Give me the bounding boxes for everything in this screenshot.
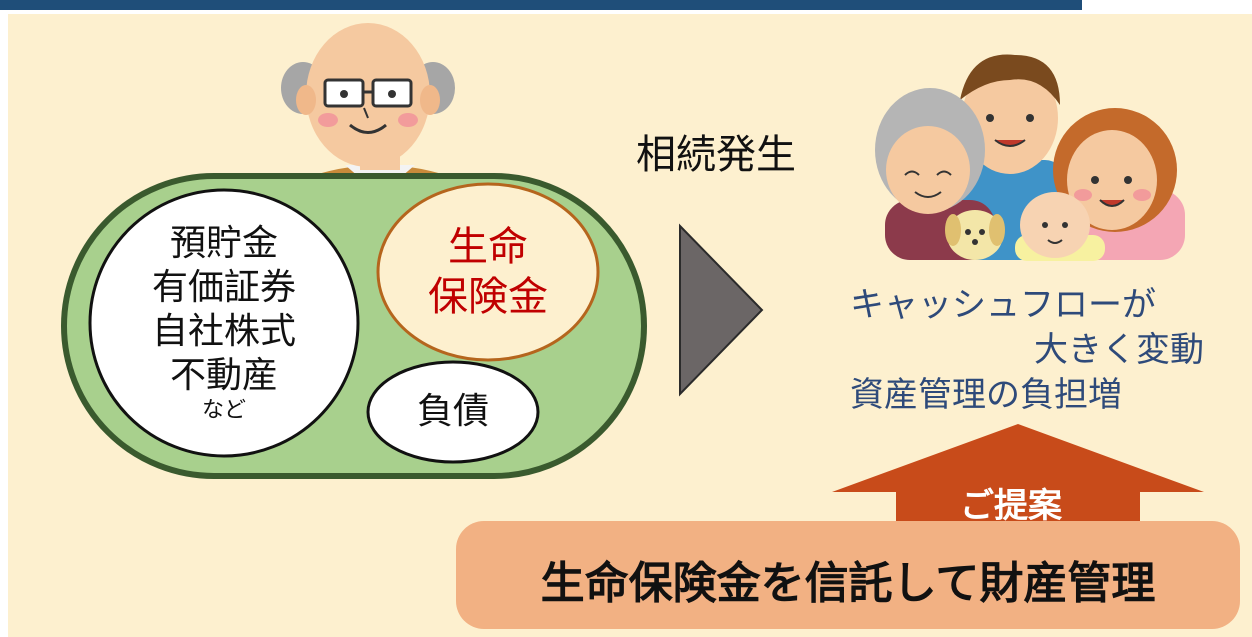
header-bar — [0, 0, 1082, 10]
debt-circle — [366, 360, 540, 464]
insurance-label: 生命 保険金 — [408, 222, 568, 322]
asset-deposits: 預貯金 — [169, 223, 278, 264]
assets-list: 預貯金 有価証券 自社株式 不動産 など — [124, 222, 324, 424]
effect-asset-burden: 資産管理の負担増 — [850, 375, 1122, 415]
asset-real-estate: 不動産 — [169, 355, 278, 396]
proposal-main-text: 生命保険金を信託して財産管理 — [540, 558, 1156, 609]
insurance-line-2: 保険金 — [428, 274, 548, 320]
event-label: 相続発生 — [636, 132, 796, 178]
effect-cashflow-change: 大きく変動 — [1034, 330, 1204, 370]
proposal-box — [456, 521, 1240, 629]
assets-note: など — [201, 398, 246, 423]
debt-label: 負債 — [416, 391, 489, 432]
insurance-circle — [376, 182, 600, 362]
proposal-label: ご提案 — [960, 486, 1062, 526]
insurance-line-1: 生命 — [448, 224, 528, 270]
assets-circle — [88, 188, 360, 458]
asset-company-shares: 自社株式 — [151, 311, 296, 352]
effect-cashflow: キャッシュフローが — [850, 285, 1156, 325]
asset-securities: 有価証券 — [151, 267, 296, 308]
